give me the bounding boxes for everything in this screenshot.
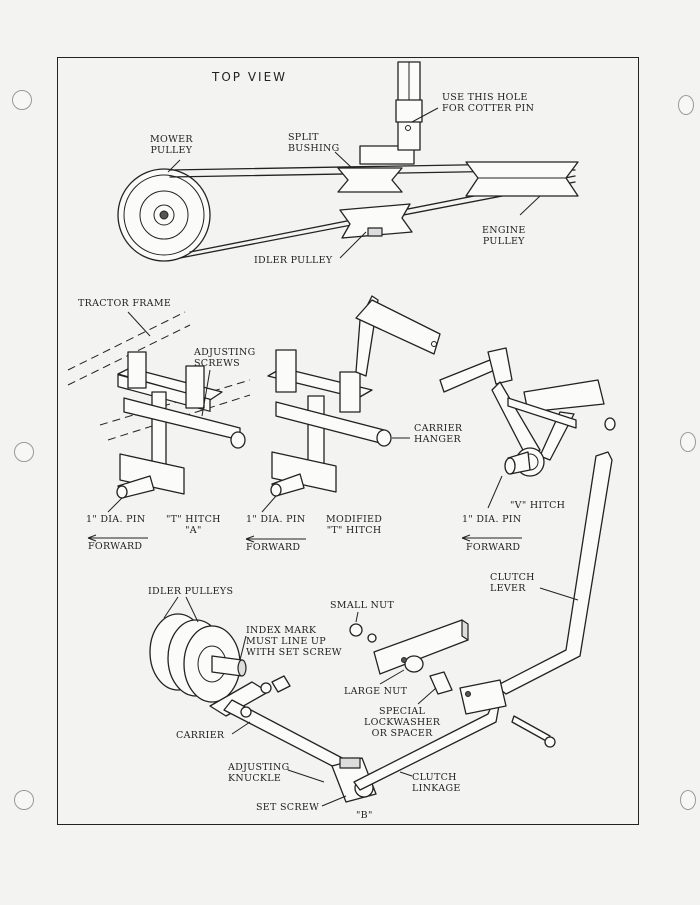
clutch-lever-drawing — [495, 451, 613, 695]
modified-t-hitch-drawing — [267, 295, 441, 497]
v-hitch-label: "V" HITCH — [510, 500, 566, 511]
b-label: "B" — [356, 810, 373, 821]
t-hitch-a-label: "T" HITCH "A" — [166, 514, 221, 536]
pin-label-c: 1" DIA. PIN — [462, 514, 522, 525]
lever-mount-drawing — [459, 679, 556, 748]
pin-label-a: 1" DIA. PIN — [86, 514, 146, 525]
large-nut-label: LARGE NUT — [344, 686, 408, 697]
diagram-frame — [57, 57, 639, 825]
forward-label-b: FORWARD — [246, 542, 301, 553]
clutch-linkage-label: CLUTCH LINKAGE — [412, 772, 461, 794]
split-bushing-drawing — [337, 61, 423, 193]
special-lockwasher-label: SPECIAL LOCKWASHER OR SPACER — [364, 706, 441, 739]
idler-pulleys-drawing — [149, 596, 247, 703]
binder-hole-middle — [14, 442, 34, 462]
belt-drive-top-view — [117, 61, 579, 262]
adjusting-knuckle-label: ADJUSTING KNUCKLE — [228, 762, 290, 784]
mower-pulley-drawing — [117, 168, 211, 262]
split-bushing-label: SPLIT BUSHING — [288, 132, 340, 154]
modified-t-hitch-label: MODIFIED "T" HITCH — [326, 514, 383, 536]
top-view-title: TOP VIEW — [212, 70, 288, 84]
hitch-arrows — [87, 437, 522, 543]
adjusting-screws-label: ADJUSTING SCREWS — [194, 347, 256, 369]
binder-hole-bottom — [14, 790, 34, 810]
carrier-label: CARRIER — [176, 730, 225, 741]
clutch-leaders — [231, 587, 579, 807]
v-hitch-drawing — [439, 347, 616, 477]
engine-pulley-drawing — [465, 161, 579, 197]
use-hole-label: USE THIS HOLE FOR COTTER PIN — [442, 92, 535, 114]
mower-pulley-label: MOWER PULLEY — [150, 134, 193, 156]
idler-pulley-drawing — [339, 203, 413, 239]
clutch-lever-label: CLUTCH LEVER — [490, 572, 535, 594]
bracket-bar-drawing — [373, 619, 469, 675]
binder-hole-right-bottom — [680, 790, 696, 810]
engine-pulley-label: ENGINE PULLEY — [482, 225, 526, 247]
carrier-hanger-label: CARRIER HANGER — [414, 423, 463, 445]
t-hitch-a-drawing — [116, 351, 246, 499]
forward-label-c: FORWARD — [466, 542, 521, 553]
binder-hole-right-middle — [680, 432, 696, 452]
tractor-frame-label: TRACTOR FRAME — [78, 298, 172, 309]
idler-pulley-label: IDLER PULLEY — [254, 255, 333, 266]
idler-pulleys-label: IDLER PULLEYS — [148, 586, 234, 597]
small-nut-label: SMALL NUT — [330, 600, 395, 611]
index-mark-label: INDEX MARK MUST LINE UP WITH SET SCREW — [246, 625, 342, 658]
pin-label-b: 1" DIA. PIN — [246, 514, 306, 525]
binder-hole-top — [12, 90, 32, 110]
forward-label-a: FORWARD — [88, 541, 143, 552]
nuts-drawing — [349, 623, 453, 695]
binder-hole-right-top — [678, 95, 694, 115]
set-screw-label: SET SCREW — [256, 802, 320, 813]
